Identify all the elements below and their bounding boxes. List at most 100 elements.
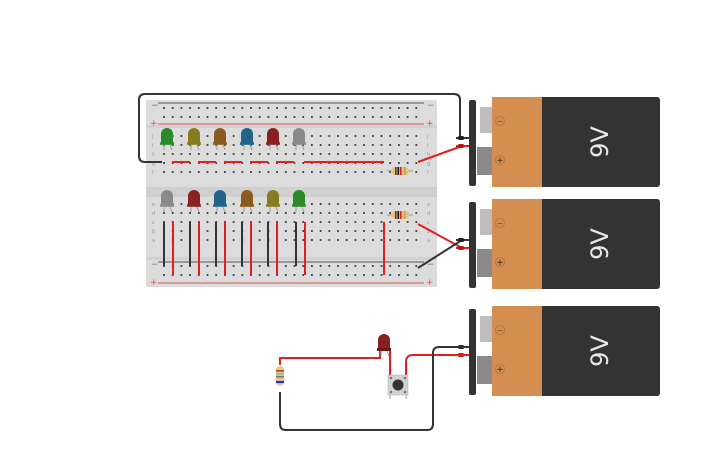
breadboard-hole[interactable] [267,144,270,146]
breadboard-hole[interactable] [302,265,305,267]
breadboard-hole[interactable] [389,171,392,173]
breadboard-hole[interactable] [311,221,313,223]
breadboard-hole[interactable] [189,107,191,109]
breadboard-hole[interactable] [241,107,244,109]
breadboard-hole[interactable] [302,274,305,276]
breadboard-hole[interactable] [276,212,278,214]
breadboard-hole[interactable] [363,203,365,205]
breadboard-hole[interactable] [406,116,409,118]
breadboard-hole[interactable] [380,203,383,205]
breadboard-hole[interactable] [276,144,278,146]
breadboard-hole[interactable] [180,135,183,137]
breadboard-hole[interactable] [171,171,174,173]
breadboard-hole[interactable] [354,171,357,173]
battery-9v[interactable]: −+9V [456,306,660,396]
breadboard-hole[interactable] [319,171,322,173]
breadboard-hole[interactable] [389,162,392,164]
breadboard-hole[interactable] [258,116,261,118]
wire-black-top-loop[interactable] [138,93,461,163]
wire-black-battery2[interactable] [417,239,463,269]
breadboard-hole[interactable] [241,274,244,276]
push-button-cap[interactable] [392,379,404,391]
breadboard-hole[interactable] [258,107,261,109]
breadboard-hole[interactable] [354,153,357,155]
breadboard-hole[interactable] [276,116,278,118]
breadboard-hole[interactable] [415,107,418,109]
breadboard-hole[interactable] [215,212,218,214]
breadboard-hole[interactable] [319,239,322,241]
led[interactable] [213,128,227,151]
breadboard-hole[interactable] [345,116,348,118]
breadboard-hole[interactable] [232,212,235,214]
breadboard-hole[interactable] [354,221,357,223]
breadboard-hole[interactable] [171,212,174,214]
breadboard-hole[interactable] [328,116,331,118]
breadboard-hole[interactable] [189,274,191,276]
breadboard-hole[interactable] [267,171,270,173]
breadboard-hole[interactable] [206,221,209,223]
breadboard-hole[interactable] [189,162,191,164]
breadboard-hole[interactable] [180,212,183,214]
breadboard-hole[interactable] [345,171,348,173]
breadboard-hole[interactable] [215,107,218,109]
led[interactable] [292,190,306,213]
breadboard-hole[interactable] [180,221,183,223]
breadboard-hole[interactable] [363,265,365,267]
breadboard-hole[interactable] [345,239,348,241]
breadboard-hole[interactable] [389,212,392,214]
breadboard-hole[interactable] [328,144,331,146]
breadboard-hole[interactable] [224,153,226,155]
breadboard-hole[interactable] [328,212,331,214]
breadboard-hole[interactable] [171,116,174,118]
breadboard-hole[interactable] [328,230,331,232]
breadboard-hole[interactable] [415,274,418,276]
breadboard-hole[interactable] [224,107,226,109]
breadboard-hole[interactable] [363,221,365,223]
breadboard-hole[interactable] [163,212,165,214]
breadboard-hole[interactable] [406,221,409,223]
breadboard-hole[interactable] [232,239,235,241]
breadboard-hole[interactable] [363,153,365,155]
breadboard-hole[interactable] [293,212,296,214]
breadboard-hole[interactable] [284,107,287,109]
breadboard-hole[interactable] [345,144,348,146]
breadboard-hole[interactable] [354,135,357,137]
breadboard-hole[interactable] [311,203,313,205]
breadboard-hole[interactable] [180,239,183,241]
led[interactable] [187,190,201,213]
breadboard-hole[interactable] [284,221,287,223]
breadboard-hole[interactable] [311,212,313,214]
breadboard-hole[interactable] [406,144,409,146]
breadboard-hole[interactable] [354,144,357,146]
breadboard-hole[interactable] [171,107,174,109]
breadboard-hole[interactable] [267,162,270,164]
led[interactable] [187,128,201,151]
breadboard-hole[interactable] [302,221,305,223]
breadboard-hole[interactable] [328,203,331,205]
breadboard-hole[interactable] [398,230,400,232]
breadboard-hole[interactable] [180,265,183,267]
breadboard-hole[interactable] [398,116,400,118]
led[interactable] [160,128,174,151]
breadboard-hole[interactable] [380,221,383,223]
breadboard-hole[interactable] [415,153,418,155]
breadboard-hole[interactable] [328,221,331,223]
breadboard-hole[interactable] [258,265,261,267]
breadboard-hole[interactable] [180,116,183,118]
breadboard-hole[interactable] [189,153,191,155]
breadboard-hole[interactable] [293,162,296,164]
breadboard-hole[interactable] [189,171,191,173]
breadboard-hole[interactable] [415,265,418,267]
breadboard-hole[interactable] [293,144,296,146]
breadboard-hole[interactable] [371,135,374,137]
wire-red-resistor-led[interactable] [279,350,381,365]
breadboard-hole[interactable] [241,171,244,173]
breadboard-hole[interactable] [389,203,392,205]
wire-black-loop-battery3[interactable] [279,346,466,431]
breadboard-hole[interactable] [258,230,261,232]
breadboard-hole[interactable] [319,144,322,146]
breadboard-hole[interactable] [363,230,365,232]
breadboard-hole[interactable] [293,153,296,155]
breadboard-hole[interactable] [354,107,357,109]
